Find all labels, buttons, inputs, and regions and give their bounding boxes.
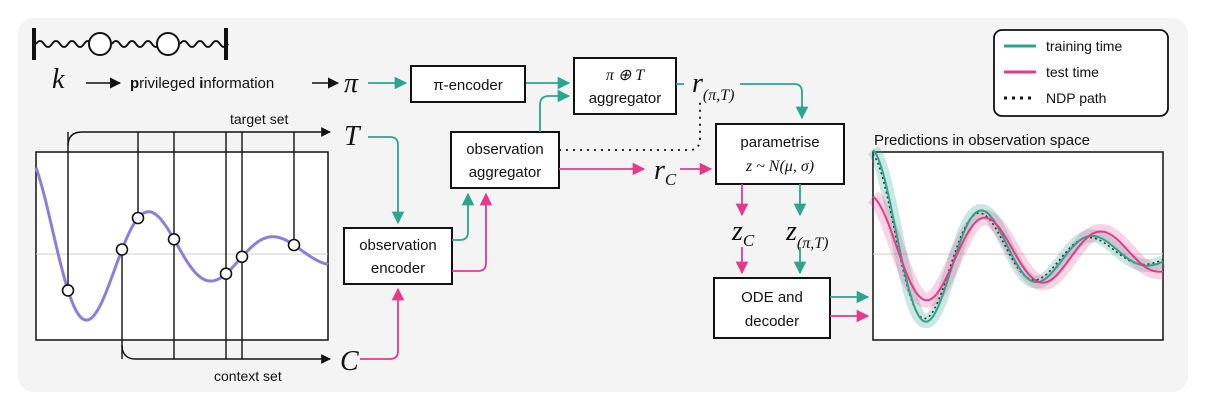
observation-encoder-bottom: encoder — [371, 260, 425, 277]
set-lines — [61, 127, 331, 364]
pi-t-aggregator-bottom: aggregator — [589, 90, 662, 107]
ndp-prediction-curve — [872, 153, 1164, 320]
legend-test-label: test time — [1046, 64, 1099, 80]
sample-point — [61, 284, 75, 297]
pi-encoder-box: π-encoder — [410, 65, 526, 103]
t-symbol: T — [344, 121, 362, 152]
sample-point — [235, 250, 249, 264]
pi-t-aggregator-box: π ⊕ T aggregator — [573, 57, 677, 115]
pi-encoder-label: π-encoder — [433, 77, 503, 94]
sample-point — [167, 233, 181, 246]
legend-training-label: training time — [1046, 38, 1122, 54]
observation-encoder-box: observation encoder — [343, 227, 453, 285]
predictions-curves — [868, 145, 1166, 329]
sample-point — [287, 238, 301, 252]
legend-ndp-label: NDP path — [1046, 90, 1106, 106]
spring-mass-icon — [32, 28, 229, 60]
observation-aggregator-top: observation — [466, 141, 544, 158]
r-c: rC — [654, 155, 677, 189]
observation-aggregator-box: observation aggregator — [450, 131, 560, 189]
k-symbol: k — [52, 64, 65, 95]
ode-decoder-box: ODE and decoder — [713, 277, 831, 339]
observation-encoder-top: observation — [359, 237, 437, 254]
privileged-information-label: privileged information — [130, 75, 274, 92]
c-symbol: C — [340, 346, 359, 377]
ode-decoder-top: ODE and — [741, 289, 803, 306]
sample-point — [131, 211, 145, 225]
signal-curve — [34, 167, 329, 322]
pi-t-aggregator-top: π ⊕ T — [606, 67, 645, 84]
parametrise-bottom: z ~ N(μ, σ) — [745, 158, 814, 175]
test-arrows — [360, 162, 870, 360]
training-prediction-curve — [872, 149, 1164, 323]
target-set-label: target set — [230, 111, 288, 127]
predictions-plot-frame — [872, 151, 1164, 341]
pi-symbol: π — [344, 68, 359, 99]
context-set-label: context set — [214, 368, 282, 384]
sample-point — [219, 267, 233, 281]
signal-plot-frame — [35, 151, 329, 341]
predictions-title: Predictions in observation space — [874, 132, 1090, 149]
context-set-arrow — [121, 344, 331, 364]
training-arrows — [368, 76, 870, 304]
target-set-arrow — [67, 127, 331, 147]
ndp-path — [559, 100, 701, 151]
observation-aggregator-bottom: aggregator — [469, 164, 542, 181]
parametrise-top: parametrise — [740, 134, 819, 151]
test-prediction-curve — [872, 195, 1164, 302]
ode-decoder-bottom: decoder — [745, 313, 799, 330]
z-c: zC — [731, 216, 755, 250]
z-pi-t: z(π,T) — [785, 216, 828, 252]
sample-point — [115, 243, 129, 256]
parametrise-box: parametrise z ~ N(μ, σ) — [715, 123, 845, 185]
r-pi-t: r(π,T) — [692, 68, 734, 104]
legend: training time test time NDP path — [993, 29, 1169, 117]
